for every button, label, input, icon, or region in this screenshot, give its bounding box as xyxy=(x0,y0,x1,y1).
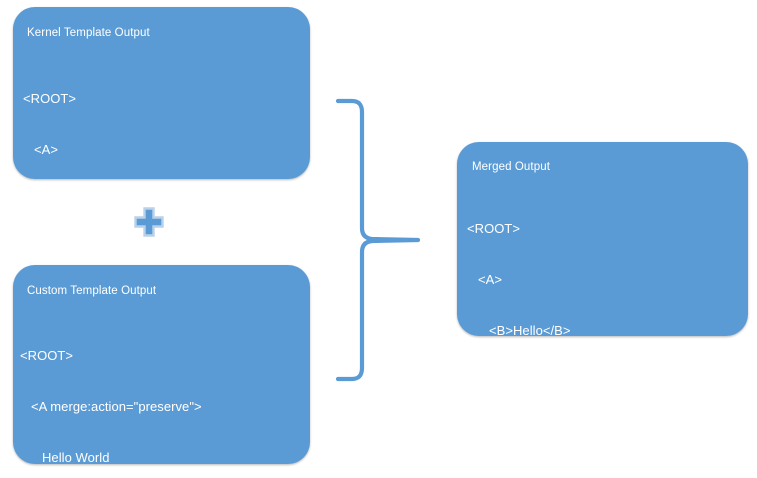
code-line: Hello World xyxy=(20,450,110,464)
code-line: <ROOT> xyxy=(20,348,74,363)
kernel-template-output-title: Kernel Template Output xyxy=(27,27,150,39)
custom-template-output-panel: Custom Template Output <ROOT> <A merge:a… xyxy=(13,265,310,464)
custom-template-output-title: Custom Template Output xyxy=(27,285,157,297)
code-line: <ROOT> xyxy=(467,221,521,236)
merged-output-code: <ROOT> <A> <B>Hello</B> <B>World</B> </A… xyxy=(467,186,653,336)
code-line: <A merge:action="preserve"> xyxy=(20,399,202,414)
plus-icon xyxy=(133,206,165,238)
kernel-template-output-code: <ROOT> <A> <B>Hello</B> <B>World</B> </A… xyxy=(23,56,131,179)
merged-output-title: Merged Output xyxy=(472,161,551,173)
code-line: <ROOT> xyxy=(23,91,77,106)
merged-output-panel: Merged Output <ROOT> <A> <B>Hello</B> <B… xyxy=(457,142,748,336)
custom-template-output-code: <ROOT> <A merge:action="preserve"> Hello… xyxy=(20,313,202,464)
kernel-template-output-panel: Kernel Template Output <ROOT> <A> <B>Hel… xyxy=(13,7,310,179)
code-line: <A> xyxy=(23,142,58,157)
right-curly-brace-icon xyxy=(330,90,430,390)
code-line: <B>Hello</B> xyxy=(467,323,571,336)
code-line: <A> xyxy=(467,272,502,287)
